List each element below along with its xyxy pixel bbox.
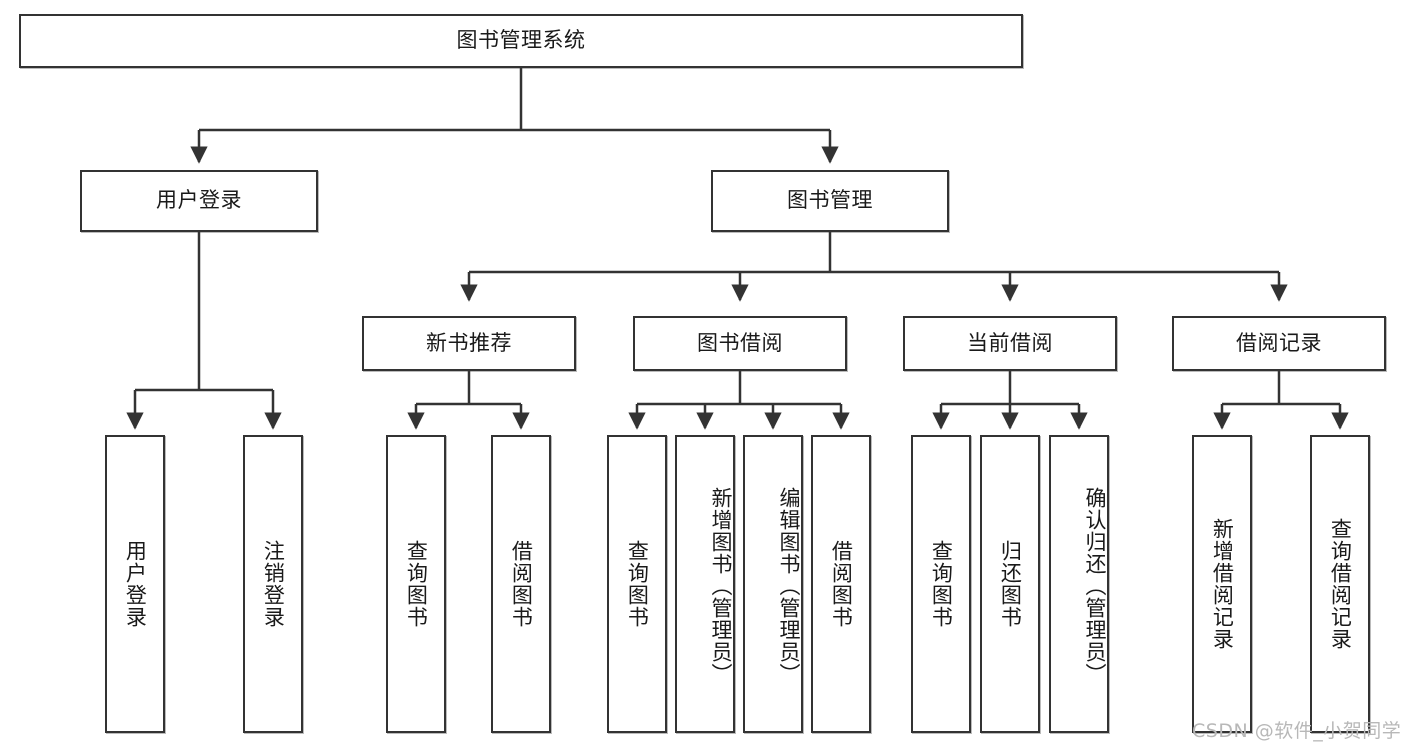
node-leaf-borrow-book-1[interactable]: 借阅图书 [491,435,551,733]
node-leaf-query-book-2-label: 查询图书 [625,540,650,628]
node-leaf-query-book-1-label: 查询图书 [404,540,429,628]
node-leaf-query-book-2[interactable]: 查询图书 [607,435,667,733]
node-current-borrow-label: 当前借阅 [967,330,1053,355]
node-borrow-record[interactable]: 借阅记录 [1172,316,1386,371]
node-leaf-confirm-return-label: 确认归还（管理员） [1083,487,1107,685]
node-book-management-label: 图书管理 [787,188,873,213]
node-new-book-recommend-label: 新书推荐 [426,330,512,355]
node-book-borrow[interactable]: 图书借阅 [633,316,847,371]
node-leaf-query-book-3[interactable]: 查询图书 [911,435,971,733]
node-borrow-record-label: 借阅记录 [1236,330,1322,355]
node-leaf-add-record[interactable]: 新增借阅记录 [1192,435,1252,733]
node-leaf-query-book-3-label: 查询图书 [929,540,954,628]
node-leaf-borrow-book-2-label: 借阅图书 [829,540,854,628]
node-leaf-return-book[interactable]: 归还图书 [980,435,1040,733]
node-leaf-user-login-label: 用户登录 [123,540,148,628]
node-leaf-edit-book-label: 编辑图书（管理员） [777,487,801,685]
node-root-label: 图书管理系统 [456,28,586,53]
node-leaf-add-record-label: 新增借阅记录 [1210,518,1235,650]
node-leaf-confirm-return[interactable]: 确认归还（管理员） [1049,435,1109,733]
node-leaf-query-book-1[interactable]: 查询图书 [386,435,446,733]
node-leaf-user-logout[interactable]: 注销登录 [243,435,303,733]
node-leaf-user-logout-label: 注销登录 [261,540,286,628]
node-leaf-borrow-book-2[interactable]: 借阅图书 [811,435,871,733]
node-leaf-borrow-book-1-label: 借阅图书 [509,540,534,628]
node-root[interactable]: 图书管理系统 [19,14,1023,68]
node-leaf-query-record-label: 查询借阅记录 [1328,518,1353,650]
node-current-borrow[interactable]: 当前借阅 [903,316,1117,371]
node-book-borrow-label: 图书借阅 [697,330,783,355]
node-leaf-return-book-label: 归还图书 [998,540,1023,628]
node-leaf-add-book-label: 新增图书（管理员） [709,487,733,685]
node-new-book-recommend[interactable]: 新书推荐 [362,316,576,371]
node-book-management[interactable]: 图书管理 [711,170,949,232]
node-leaf-add-book[interactable]: 新增图书（管理员） [675,435,735,733]
node-leaf-user-login[interactable]: 用户登录 [105,435,165,733]
node-user-login[interactable]: 用户登录 [80,170,318,232]
node-leaf-query-record[interactable]: 查询借阅记录 [1310,435,1370,733]
node-user-login-label: 用户登录 [156,188,242,213]
node-leaf-edit-book[interactable]: 编辑图书（管理员） [743,435,803,733]
